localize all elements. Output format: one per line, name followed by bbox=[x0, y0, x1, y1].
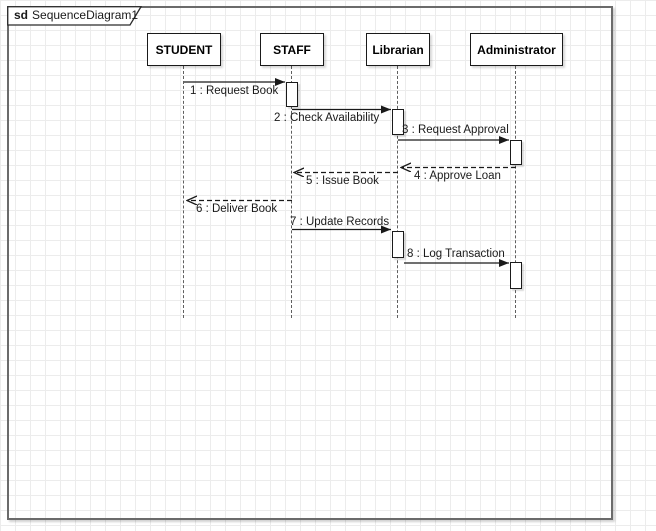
activation-administrator-2[interactable] bbox=[510, 262, 522, 289]
activation-administrator-1[interactable] bbox=[510, 140, 522, 165]
actor-box-staff[interactable]: STAFF bbox=[260, 33, 324, 66]
message-label-8[interactable]: 8 : Log Transaction bbox=[407, 248, 505, 260]
actor-box-librarian[interactable]: Librarian bbox=[366, 33, 430, 66]
activation-librarian-1[interactable] bbox=[392, 109, 404, 135]
frame-title: SequenceDiagram1 bbox=[32, 8, 139, 22]
activation-librarian-2[interactable] bbox=[392, 231, 404, 258]
frame-keyword: sd bbox=[14, 8, 29, 22]
message-label-4[interactable]: 4 : Approve Loan bbox=[414, 170, 501, 182]
lifeline-administrator[interactable] bbox=[515, 66, 516, 318]
lifeline-staff[interactable] bbox=[291, 66, 292, 318]
message-label-3[interactable]: 3 : Request Approval bbox=[402, 124, 509, 136]
sequence-frame[interactable] bbox=[7, 6, 613, 520]
lifeline-student[interactable] bbox=[183, 66, 184, 318]
message-label-7[interactable]: 7 : Update Records bbox=[290, 216, 390, 228]
activation-staff-1[interactable] bbox=[286, 82, 298, 107]
actor-box-student[interactable]: STUDENT bbox=[147, 33, 221, 66]
frame-tab-shape bbox=[7, 6, 143, 26]
message-label-1[interactable]: 1 : Request Book bbox=[190, 85, 279, 97]
message-label-5[interactable]: 5 : Issue Book bbox=[306, 175, 379, 187]
actor-box-administrator[interactable]: Administrator bbox=[470, 33, 563, 66]
lifeline-librarian[interactable] bbox=[397, 66, 398, 318]
message-label-2[interactable]: 2 : Check Availability bbox=[274, 112, 380, 124]
message-label-6[interactable]: 6 : Deliver Book bbox=[196, 203, 278, 215]
